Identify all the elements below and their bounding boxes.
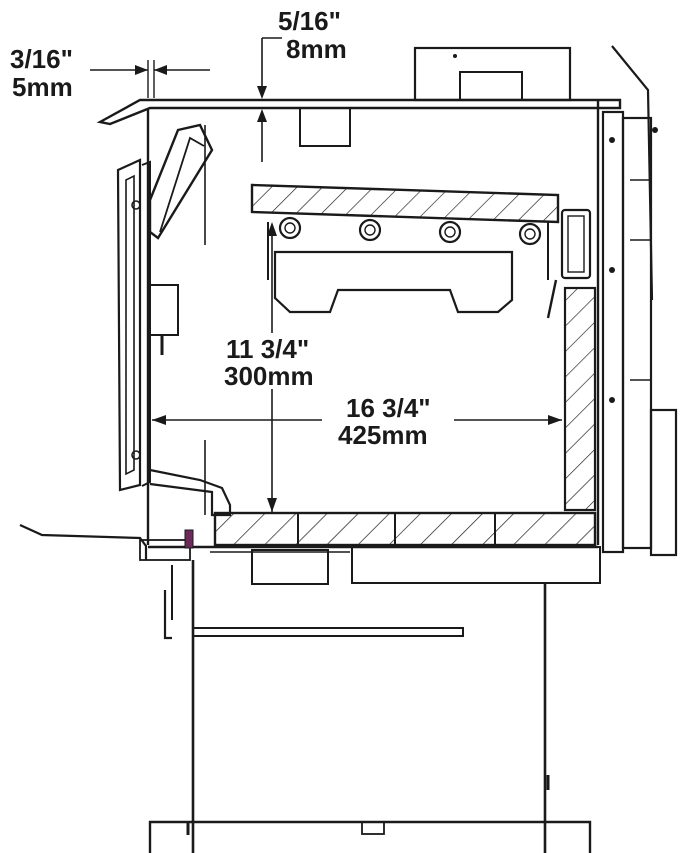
dim-top-metric: 8mm	[286, 34, 347, 64]
dim-side-clearance	[90, 60, 210, 98]
dim-depth-imperial: 16 3/4"	[346, 393, 431, 423]
front-door	[116, 158, 179, 492]
dim-height-imperial: 11 3/4"	[226, 334, 309, 364]
dim-depth-label-bg	[322, 394, 454, 448]
ash-lip	[19, 523, 194, 561]
rear-heat-shield	[601, 110, 678, 557]
dim-top-clearance	[257, 37, 282, 162]
dim-height-label-bg	[218, 333, 336, 389]
floor-firebricks	[213, 511, 597, 547]
dim-side-metric: 5mm	[12, 72, 73, 102]
lower-front-lip	[149, 440, 232, 517]
rear-firebrick	[563, 286, 597, 512]
air-wash-deflector	[148, 123, 214, 245]
pedestal-base	[148, 560, 592, 853]
dim-depth-metric: 425mm	[338, 420, 428, 450]
secondary-air-manifold	[273, 250, 514, 314]
dim-side-imperial: 3/16"	[10, 44, 73, 74]
bottom-plate	[148, 545, 601, 585]
baffle-board	[250, 183, 560, 280]
dim-height-metric: 300mm	[224, 361, 314, 391]
rear-air-tube	[546, 208, 592, 319]
rear-flue-edge	[596, 45, 654, 545]
dim-top-imperial: 5/16"	[278, 6, 341, 36]
